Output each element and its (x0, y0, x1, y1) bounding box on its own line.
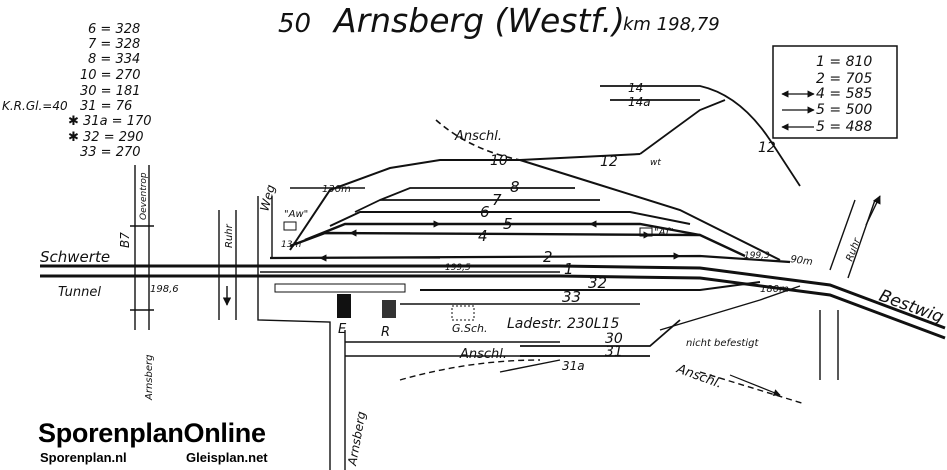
track-numbers: 1 2 4 5 6 7 8 10 12 12 14 14a 30 31 31a … (478, 81, 776, 373)
label-km-1993: 199,3 (744, 251, 770, 261)
label-r: R (381, 325, 390, 340)
track-label-5: 5 (503, 215, 513, 233)
river-ruhr-left-label: Ruhr (224, 223, 235, 248)
title-station: Arnsberg (Westf.) (332, 1, 625, 40)
building-af (639, 227, 653, 237)
legend-row: 2 = 705 (816, 71, 872, 87)
track-label-12: 12 (600, 154, 618, 170)
legend-row: 10 = 270 (80, 68, 141, 83)
legend-row: ✱ 32 = 290 (68, 130, 144, 145)
legend-row: 8 = 334 (88, 52, 140, 67)
track-label-10: 10 (490, 153, 508, 169)
brand-site-sporenplan: Sporenplan.nl (40, 450, 127, 465)
place-oeventrop: Oeventrop (139, 172, 149, 220)
track-label-6: 6 (480, 203, 490, 221)
track-2 (269, 252, 791, 264)
road-weg (257, 196, 560, 470)
place-tunnel: Tunnel (58, 285, 101, 300)
track-label-33: 33 (562, 288, 581, 306)
label-nicht-befestigt: nicht befestigt (686, 338, 759, 349)
legend-row: 5 = 500 (816, 102, 872, 118)
legend-row: ✱ 31a = 170 (68, 114, 152, 129)
title-km: km 198,79 (623, 14, 720, 35)
track-label-31: 31 (605, 344, 623, 360)
road-b7 (130, 165, 154, 330)
building-aw (283, 221, 297, 231)
title-number: 50 (278, 9, 311, 39)
station-building-r (382, 300, 396, 318)
main-lines (40, 264, 946, 340)
brand-site-gleisplan: Gleisplan.net (186, 450, 268, 465)
label-len-130: 130m (322, 184, 351, 195)
track-label-14a: 14a (628, 95, 651, 109)
label-ladestr: Ladestr. 230L15 (507, 316, 619, 332)
track-label-8: 8 (510, 178, 520, 196)
legend-row: 30 = 181 (80, 84, 141, 99)
legend-row: 1 = 810 (816, 54, 872, 70)
label-gsch: G.Sch. (452, 322, 488, 335)
anschl-top: Anschl. (454, 129, 502, 144)
label-e: E (338, 322, 347, 337)
legend-left: 6 = 328 7 = 328 8 = 334 10 = 270 30 = 18… (2, 22, 152, 160)
place-bestwig: Bestwig (876, 286, 946, 328)
track-label-32: 32 (588, 274, 607, 292)
upper-tracks (289, 85, 801, 261)
legend-row: 6 = 328 (88, 22, 140, 37)
place-arnsberg: Arnsberg (144, 355, 155, 401)
legend-row: 7 = 328 (88, 37, 140, 52)
track-label-1: 1 (564, 260, 574, 278)
track-label-4: 4 (478, 227, 488, 245)
label-len-13: 13m (281, 240, 301, 250)
label-aw: "Aw" (284, 209, 308, 220)
misc-labels: Anschl. Anschl. Anschl. "Aw" "Af" wt Lad… (150, 129, 814, 392)
yard-tracks (289, 187, 746, 258)
river-ruhr-right-label: Ruhr (844, 236, 863, 263)
legend-row: 31 = 76 (80, 99, 132, 114)
label-km-1986: 198,6 (150, 284, 179, 295)
anschl-mid: Anschl. (459, 347, 507, 362)
legend-right: 1 = 810 2 = 705 4 = 585 5 = 500 5 = 488 (772, 45, 898, 139)
road-b7-label: B7 (118, 232, 132, 248)
track-label-14: 14 (628, 81, 643, 95)
track-label-31a: 31a (562, 359, 585, 373)
label-km-1995: 199,5 (445, 263, 471, 273)
legend-row: 5 = 488 (816, 119, 872, 135)
place-schwerte: Schwerte (40, 248, 110, 266)
track-label-7: 7 (492, 191, 502, 209)
track-label-30: 30 (605, 331, 623, 347)
label-wt: wt (650, 158, 661, 168)
brand-name: SporenplanOnline (38, 418, 266, 448)
station-building-e (337, 294, 351, 318)
label-af: "Af" (654, 227, 674, 238)
buildings (274, 221, 653, 321)
anschl-right: Anschl. (674, 361, 724, 392)
legend-row: 33 = 270 (80, 145, 141, 160)
legend-row: 4 = 585 (816, 86, 872, 102)
platform (274, 283, 406, 293)
lower-tracks (399, 281, 806, 405)
track-label-2: 2 (543, 248, 553, 266)
track-label-12b: 12 (758, 140, 776, 156)
label-len-90: 90m (790, 254, 814, 268)
label-len-180: 180m (760, 284, 789, 295)
road-weg-label: Weg (257, 183, 278, 213)
place-arnsberg-road: Arnsberg (345, 410, 369, 468)
river-ruhr-right (819, 195, 881, 380)
kr-label: K.R.Gl.=40 (2, 99, 68, 113)
goods-shed (451, 305, 475, 321)
